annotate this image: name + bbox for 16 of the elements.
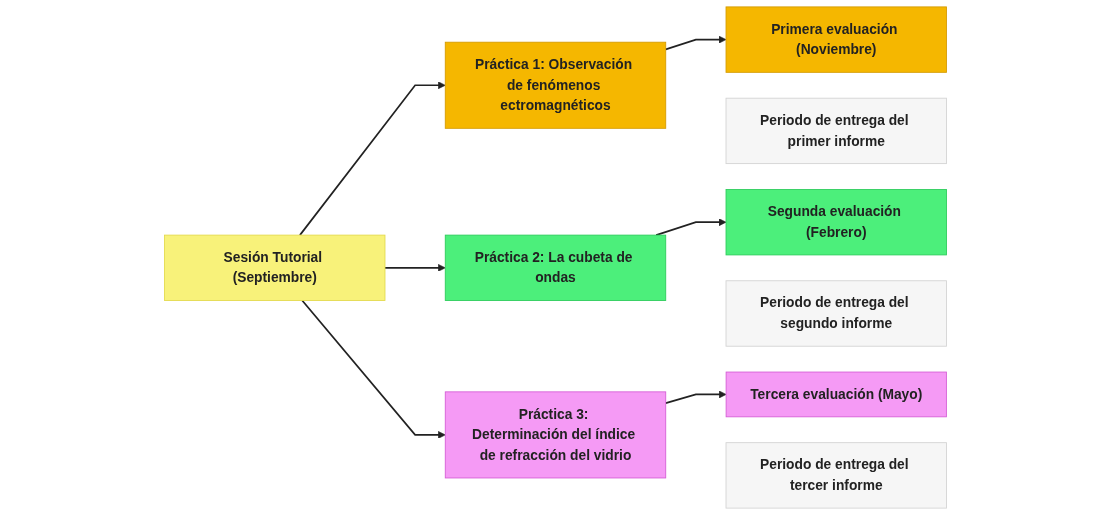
node-box: Periodo de entrega del segundo informe [725, 280, 947, 347]
node-box: Sesión Tutorial (Septiembre) [164, 234, 386, 301]
node-box: Primera evaluación (Noviembre) [725, 6, 947, 73]
node-box: Periodo de entrega del primer informe [725, 97, 947, 165]
arrow [384, 264, 446, 272]
arrow [664, 390, 727, 404]
node-box: Tercera evaluación (Mayo) [725, 371, 947, 418]
node-box: Práctica 2: La cubeta de ondas [444, 234, 667, 301]
arrow [299, 81, 446, 236]
arrow [655, 218, 727, 236]
arrow [664, 35, 727, 51]
node-box: Práctica 3: Determinación del índice de refracción del vidrio [444, 391, 667, 479]
arrow [301, 299, 446, 439]
node-box: Práctica 1: Observación de fenómenos ectromagnéticos [444, 41, 667, 129]
node-box: Periodo de entrega del tercer informe [725, 442, 947, 509]
node-box: Segunda evaluación (Febrero) [725, 189, 947, 256]
